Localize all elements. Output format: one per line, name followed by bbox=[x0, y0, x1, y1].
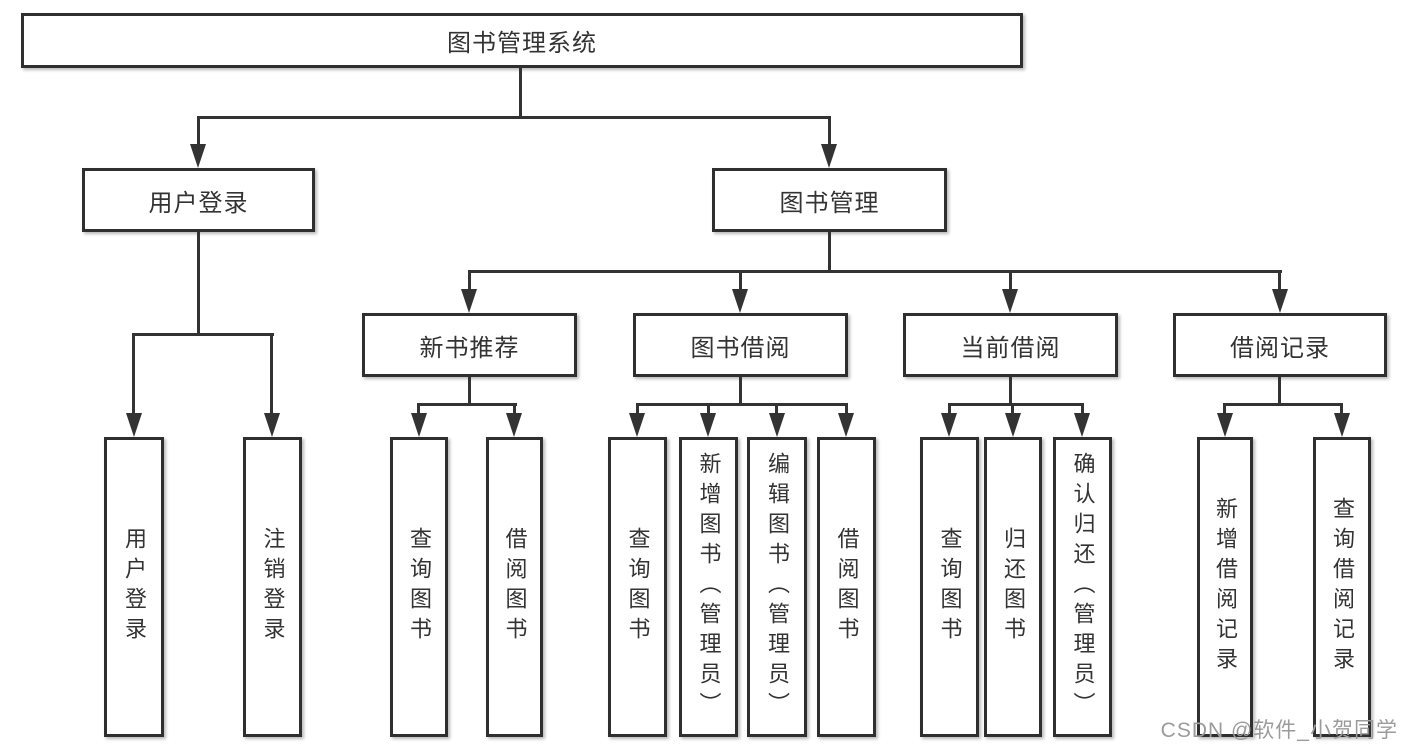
connector-current-borrow-stem bbox=[1009, 377, 1012, 405]
arrow-down-icon bbox=[126, 413, 142, 437]
leaf-current-query-books-label: 查询图书 bbox=[937, 527, 963, 647]
arrow-down-icon bbox=[461, 289, 477, 313]
leaf-borrow-books-label: 借阅图书 bbox=[834, 527, 860, 647]
connector-root-stem bbox=[519, 68, 522, 118]
node-book-borrow: 图书借阅 bbox=[633, 313, 848, 377]
connector-book-borrow-bus bbox=[636, 403, 848, 406]
leaf-user-login-label: 用户登录 bbox=[122, 527, 147, 647]
connector-drop-book-borrow bbox=[739, 272, 742, 291]
node-new-book-recommend-label: 新书推荐 bbox=[419, 334, 520, 362]
connector-current-borrow-bus bbox=[948, 403, 1084, 406]
connector-drop-borrow-records bbox=[1278, 272, 1281, 291]
leaf-current-query-books: 查询图书 bbox=[920, 437, 979, 737]
connector-drop-leaf bbox=[1340, 405, 1343, 415]
connector-drop-login-leaf bbox=[132, 335, 135, 415]
leaf-logout-label: 注销登录 bbox=[260, 527, 286, 647]
arrow-down-icon bbox=[264, 413, 280, 437]
connector-root-bus bbox=[197, 116, 831, 119]
leaf-return-books: 归还图书 bbox=[984, 437, 1042, 737]
arrow-down-icon bbox=[941, 413, 957, 437]
leaf-borrow-query-books-label: 查询图书 bbox=[625, 527, 651, 647]
leaf-add-borrow-record: 新增借阅记录 bbox=[1197, 437, 1253, 737]
connector-drop-leaf bbox=[513, 405, 516, 415]
node-user-login-label: 用户登录 bbox=[148, 189, 249, 217]
leaf-add-books-admin-label: 新增图书（管理员） bbox=[696, 452, 722, 722]
connector-drop-current-borrow bbox=[1009, 272, 1012, 291]
connector-drop-logout-leaf bbox=[270, 335, 273, 415]
node-book-management-label: 图书管理 bbox=[779, 189, 880, 217]
arrow-down-icon bbox=[1334, 413, 1350, 437]
connector-new-book-rec-stem bbox=[468, 377, 471, 405]
leaf-borrow-books: 借阅图书 bbox=[817, 437, 876, 737]
leaf-rec-borrow-books-label: 借阅图书 bbox=[502, 527, 528, 647]
arrow-down-icon bbox=[838, 413, 854, 437]
arrow-down-icon bbox=[190, 144, 206, 168]
connector-drop-leaf bbox=[948, 405, 951, 415]
connector-book-mgmt-bus bbox=[468, 270, 1282, 273]
leaf-query-borrow-record: 查询借阅记录 bbox=[1313, 437, 1371, 737]
node-root: 图书管理系统 bbox=[21, 13, 1023, 68]
connector-drop-book-mgmt bbox=[828, 118, 831, 148]
node-book-management: 图书管理 bbox=[712, 168, 947, 232]
node-book-borrow-label: 图书借阅 bbox=[690, 334, 791, 362]
arrow-down-icon bbox=[732, 289, 748, 313]
arrow-down-icon bbox=[769, 413, 785, 437]
arrow-down-icon bbox=[700, 413, 716, 437]
connector-drop-leaf bbox=[775, 405, 778, 415]
connector-user-login-bus bbox=[132, 333, 274, 336]
csdn-watermark: CSDN @软件_小贺同学 bbox=[1160, 719, 1398, 742]
leaf-logout: 注销登录 bbox=[243, 437, 302, 737]
arrow-down-icon bbox=[629, 413, 645, 437]
arrow-down-icon bbox=[1272, 289, 1288, 313]
connector-drop-leaf bbox=[1223, 405, 1226, 415]
leaf-borrow-query-books: 查询图书 bbox=[608, 437, 667, 737]
connector-drop-leaf bbox=[417, 405, 420, 415]
leaf-rec-query-books: 查询图书 bbox=[390, 437, 448, 737]
connector-borrow-records-bus bbox=[1223, 403, 1343, 406]
leaf-user-login: 用户登录 bbox=[104, 437, 164, 737]
leaf-edit-books-admin: 编辑图书（管理员） bbox=[747, 437, 807, 737]
connector-drop-leaf bbox=[707, 405, 710, 415]
node-new-book-recommend: 新书推荐 bbox=[362, 313, 577, 377]
connector-drop-leaf bbox=[636, 405, 639, 415]
leaf-rec-query-books-label: 查询图书 bbox=[407, 527, 432, 647]
connector-drop-leaf bbox=[845, 405, 848, 415]
leaf-confirm-return-admin-label: 确认归还（管理员） bbox=[1070, 452, 1096, 722]
node-root-label: 图书管理系统 bbox=[447, 30, 597, 57]
node-user-login: 用户登录 bbox=[82, 168, 315, 232]
connector-new-book-rec-bus bbox=[417, 403, 517, 406]
arrow-down-icon bbox=[1217, 413, 1233, 437]
connector-drop-leaf bbox=[1081, 405, 1084, 415]
node-borrow-records: 借阅记录 bbox=[1173, 313, 1387, 377]
leaf-edit-books-admin-label: 编辑图书（管理员） bbox=[765, 452, 790, 722]
connector-borrow-records-stem bbox=[1278, 377, 1281, 405]
leaf-return-books-label: 归还图书 bbox=[1001, 527, 1026, 647]
node-current-borrow-label: 当前借阅 bbox=[960, 334, 1061, 362]
arrow-down-icon bbox=[1002, 289, 1018, 313]
node-borrow-records-label: 借阅记录 bbox=[1230, 334, 1330, 362]
leaf-query-borrow-record-label: 查询借阅记录 bbox=[1330, 497, 1355, 677]
leaf-add-books-admin: 新增图书（管理员） bbox=[679, 437, 738, 737]
leaf-confirm-return-admin: 确认归还（管理员） bbox=[1053, 437, 1112, 737]
arrow-down-icon bbox=[411, 413, 427, 437]
arrow-down-icon bbox=[1005, 413, 1021, 437]
connector-drop-leaf bbox=[1011, 405, 1014, 415]
connector-book-borrow-stem bbox=[739, 377, 742, 405]
connector-book-mgmt-stem bbox=[828, 232, 831, 272]
connector-drop-new-book-rec bbox=[468, 272, 471, 291]
node-current-borrow: 当前借阅 bbox=[903, 313, 1118, 377]
leaf-rec-borrow-books: 借阅图书 bbox=[486, 437, 543, 737]
arrow-down-icon bbox=[821, 144, 837, 168]
connector-user-login-stem bbox=[197, 232, 200, 335]
leaf-add-borrow-record-label: 新增借阅记录 bbox=[1213, 497, 1238, 677]
arrow-down-icon bbox=[1074, 413, 1090, 437]
connector-drop-user-login bbox=[197, 118, 200, 148]
arrow-down-icon bbox=[506, 413, 522, 437]
